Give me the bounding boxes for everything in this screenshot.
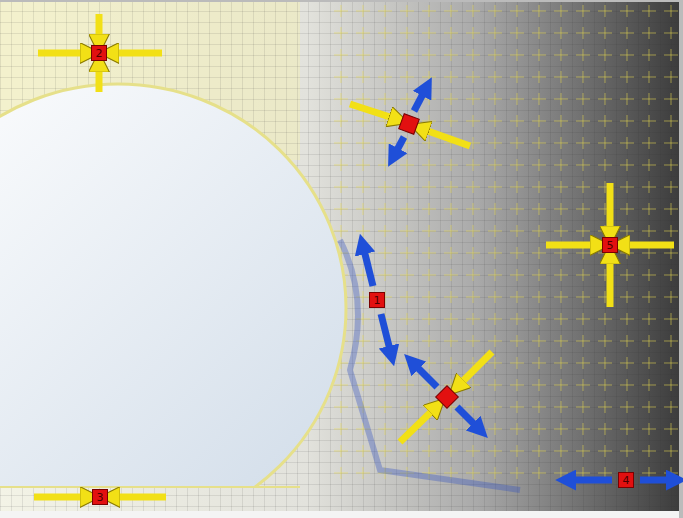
callout-square: 5: [602, 237, 618, 253]
callout-number: 1: [374, 295, 381, 306]
callout-number: 4: [623, 475, 630, 486]
callout-square: 2: [91, 45, 107, 61]
callout-square: 3: [92, 489, 108, 505]
callout-number: 3: [97, 492, 104, 503]
callout-number: 5: [607, 240, 614, 251]
callout-square: 1: [369, 292, 385, 308]
callout-number: 2: [96, 48, 103, 59]
callout-square: 4: [618, 472, 634, 488]
